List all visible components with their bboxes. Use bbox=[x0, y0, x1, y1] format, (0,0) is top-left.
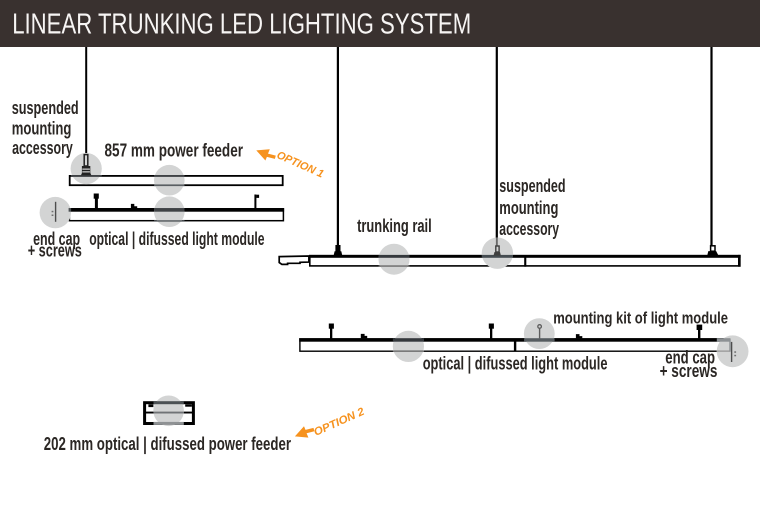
svg-text:+ screws: + screws bbox=[660, 360, 718, 381]
svg-text:trunking rail: trunking rail bbox=[357, 215, 432, 236]
svg-text:end cap: end cap bbox=[665, 347, 715, 368]
svg-text:optical | difussed light modul: optical | difussed light module bbox=[89, 228, 264, 249]
svg-text:accessory: accessory bbox=[499, 218, 559, 239]
svg-text:end cap: end cap bbox=[33, 228, 80, 249]
svg-text:suspended: suspended bbox=[12, 97, 79, 118]
svg-text:optical | difussed light modul: optical | difussed light module bbox=[423, 353, 608, 374]
svg-text:mounting: mounting bbox=[12, 117, 72, 138]
svg-text:202 mm optical | difussed powe: 202 mm optical | difussed power feeder bbox=[44, 434, 291, 454]
svg-text:mounting: mounting bbox=[499, 197, 558, 218]
svg-text:mounting kit of light module: mounting kit of light module bbox=[553, 309, 728, 328]
svg-text:suspended: suspended bbox=[499, 175, 565, 196]
svg-text:857 mm power feeder: 857 mm power feeder bbox=[105, 141, 244, 161]
svg-text:LINEAR TRUNKING LED LIGHTING S: LINEAR TRUNKING LED LIGHTING SYSTEM bbox=[12, 9, 471, 41]
svg-text:+ screws: + screws bbox=[28, 239, 82, 260]
svg-text:accessory: accessory bbox=[12, 137, 73, 158]
